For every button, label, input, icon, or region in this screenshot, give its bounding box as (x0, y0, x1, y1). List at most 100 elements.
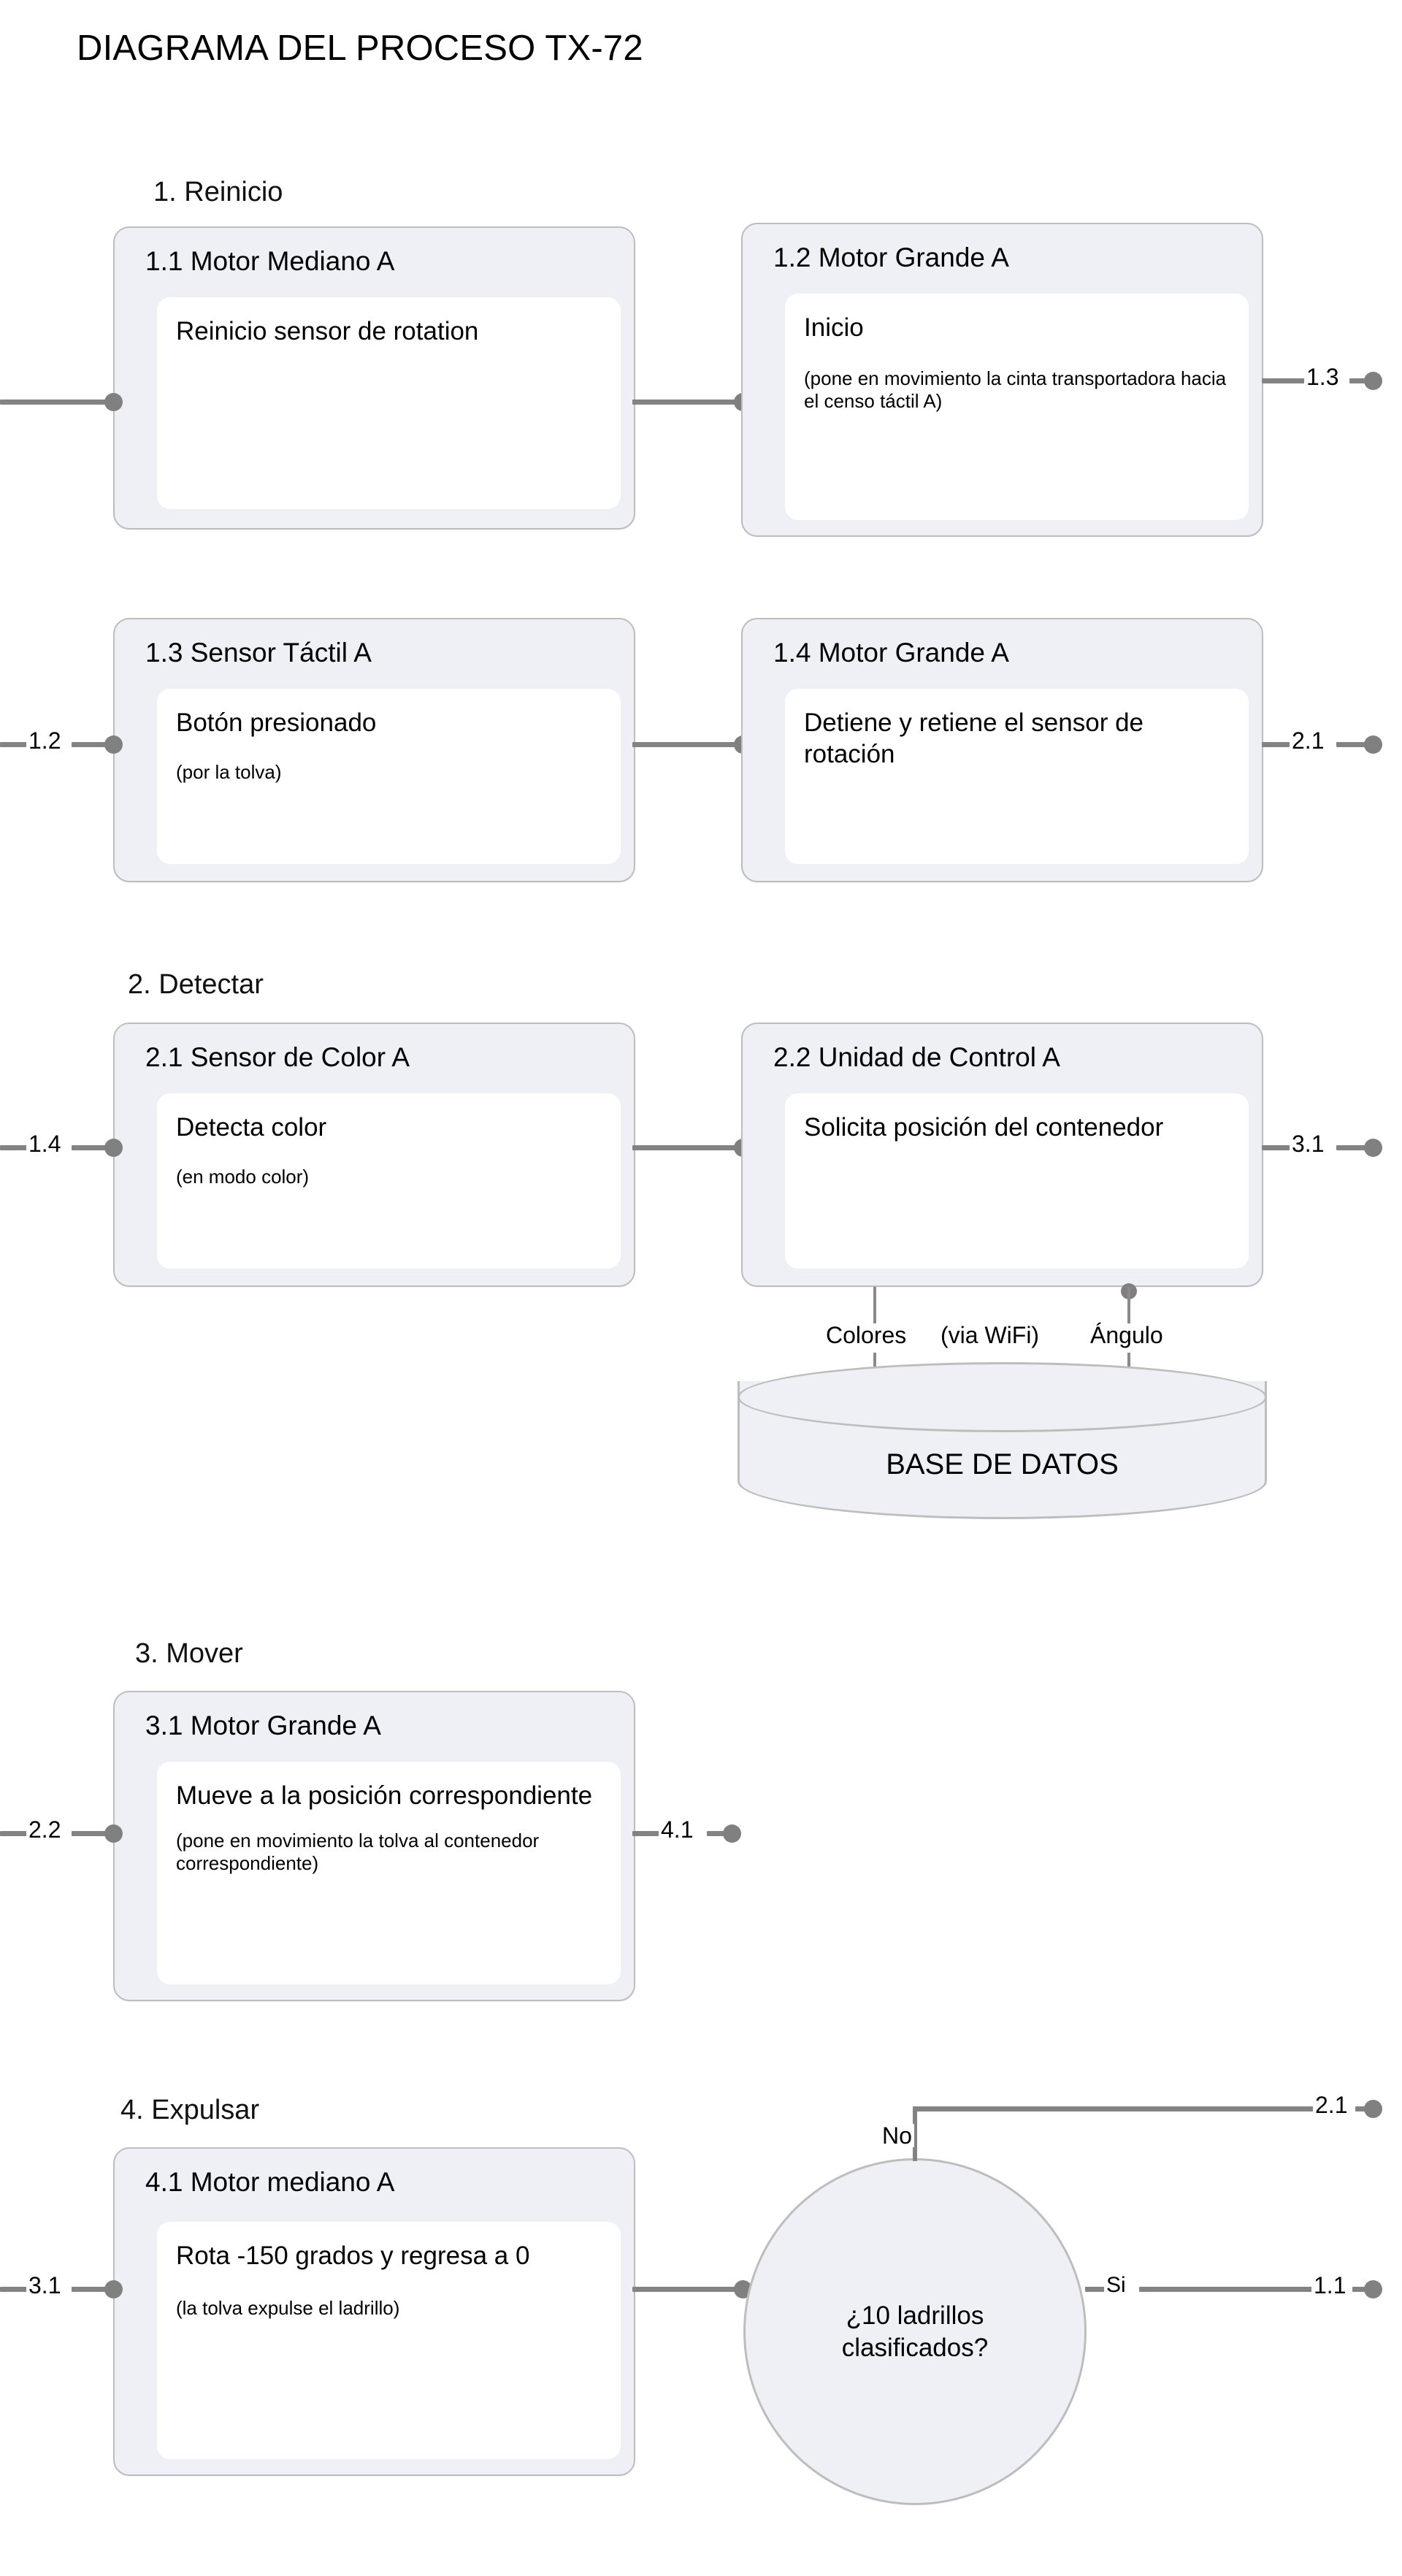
node-4-1-note: (la tolva expulse el ladrillo) (176, 2296, 400, 2319)
edge-no-label: No (880, 2124, 914, 2147)
edge-in-2-1-label: 1.4 (26, 1132, 64, 1155)
node-2-1-main: Detecta color (176, 1113, 327, 1142)
node-3-1-note: (pone en movimiento la tolva al contened… (176, 1829, 540, 1875)
edge-in-2-1-dot (104, 1139, 123, 1157)
edge-2-2-out-line-a (1262, 1145, 1291, 1150)
node-1-3-main: Botón presionado (176, 708, 377, 737)
edge-no-target-label: 2.1 (1313, 2093, 1350, 2117)
edge-1-4-out-dot (1364, 735, 1382, 754)
node-2-1[interactable]: 2.1 Sensor de Color A Detecta color (en … (113, 1023, 635, 1287)
edge-no-vline (913, 2109, 917, 2161)
edge-1-4-out-label: 2.1 (1290, 729, 1327, 752)
database-cylinder[interactable]: BASE DE DATOS (738, 1362, 1267, 1519)
edge-yes-line-b (1139, 2287, 1314, 2292)
edge-3-1-out-line-a (632, 1831, 662, 1836)
node-1-1-main: Reinicio sensor de rotation (176, 317, 479, 345)
node-1-3-note: (por la tolva) (176, 760, 282, 783)
page-title: DIAGRAMA DEL PROCESO TX-72 (77, 28, 643, 68)
edge-in-1-3-line-a (0, 742, 29, 747)
node-1-4-title: 1.4 Motor Grande A (773, 638, 1009, 668)
node-3-1-title: 3.1 Motor Grande A (145, 1711, 381, 1740)
edge-in-1-3-line-b (72, 742, 119, 747)
edge-3-1-out-line-b (707, 1831, 736, 1836)
node-1-4-body: Detiene y retiene el sensor de rotación (785, 689, 1249, 864)
db-link-wifi-label: (via WiFi) (938, 1323, 1042, 1347)
node-1-3-title: 1.3 Sensor Táctil A (145, 638, 372, 668)
node-1-3[interactable]: 1.3 Sensor Táctil A Botón presionado (po… (113, 618, 635, 882)
node-1-2-main: Inicio (804, 313, 864, 342)
node-1-2-body: Inicio (pone en movimiento la cinta tran… (785, 294, 1249, 520)
node-2-2-main: Solicita posición del contenedor (804, 1113, 1164, 1142)
edge-entry-1-1-line (0, 400, 119, 405)
decision-line-2: clasificados? (841, 2333, 989, 2362)
section-label-reinicio: 1. Reinicio (153, 177, 283, 207)
edge-no-hline (913, 2106, 1318, 2111)
edge-in-2-1-line-b (72, 1145, 119, 1150)
node-4-1-main: Rota -150 grados y regresa a 0 (176, 2241, 530, 2270)
node-2-2[interactable]: 2.2 Unidad de Control A Solicita posició… (741, 1023, 1263, 1287)
edge-entry-1-1-dot (104, 393, 123, 411)
db-link-colores-label: Colores (824, 1323, 909, 1347)
node-1-1-body: Reinicio sensor de rotation (157, 297, 621, 509)
node-3-1-body: Mueve a la posición correspondiente (pon… (157, 1762, 621, 1984)
edge-in-2-1-line-a (0, 1145, 29, 1150)
edge-in-4-1-dot (104, 2280, 123, 2298)
edge-2-1-to-2-2-line (632, 1145, 749, 1150)
edge-1-2-out-label: 1.3 (1304, 365, 1341, 389)
edge-1-4-out-line-b (1336, 742, 1376, 747)
section-label-mover: 3. Mover (135, 1638, 243, 1669)
node-2-1-note: (en modo color) (176, 1165, 310, 1188)
edge-in-3-1-line-a (0, 1831, 29, 1836)
edge-1-2-out-line-b (1349, 378, 1376, 383)
node-1-2[interactable]: 1.2 Motor Grande A Inicio (pone en movim… (741, 223, 1263, 537)
database-cylinder-top (738, 1362, 1267, 1432)
node-2-1-body: Detecta color (en modo color) (157, 1093, 621, 1269)
edge-in-4-1-label: 3.1 (26, 2274, 64, 2297)
edge-yes-label: Si (1104, 2274, 1128, 2296)
node-4-1[interactable]: 4.1 Motor mediano A Rota -150 grados y r… (113, 2147, 635, 2476)
node-1-1-title: 1.1 Motor Mediano A (145, 246, 395, 276)
edge-in-4-1-line-a (0, 2287, 29, 2292)
node-1-2-title: 1.2 Motor Grande A (773, 242, 1009, 272)
edge-1-4-out-line-a (1262, 742, 1291, 747)
node-4-1-title: 4.1 Motor mediano A (145, 2167, 395, 2197)
edge-2-2-out-dot (1364, 1139, 1382, 1157)
decision-node[interactable]: ¿10 ladrillos clasificados? (743, 2158, 1087, 2505)
edge-2-2-out-line-b (1336, 1145, 1376, 1150)
edge-1-3-to-1-4-line (632, 742, 749, 747)
section-label-detectar: 2. Detectar (128, 969, 264, 1000)
edge-in-3-1-label: 2.2 (26, 1818, 64, 1841)
edge-yes-target-label: 1.1 (1311, 2274, 1349, 2297)
edge-3-1-out-label: 4.1 (659, 1818, 696, 1841)
decision-text: ¿10 ladrillos clasificados? (842, 2300, 988, 2364)
node-1-4[interactable]: 1.4 Motor Grande A Detiene y retiene el … (741, 618, 1263, 882)
edge-yes-line-a (1085, 2287, 1108, 2292)
db-link-angulo-line-top (1127, 1287, 1130, 1338)
section-label-expulsar: 4. Expulsar (120, 2095, 260, 2125)
edge-1-1-to-1-2-line (632, 400, 749, 405)
node-2-2-body: Solicita posición del contenedor (785, 1093, 1249, 1269)
edge-in-3-1-line-b (72, 1831, 119, 1836)
edge-3-1-out-dot (723, 1824, 741, 1843)
node-4-1-body: Rota -150 grados y regresa a 0 (la tolva… (157, 2222, 621, 2459)
edge-in-1-3-dot (104, 735, 123, 754)
db-link-colores-line-top (873, 1287, 876, 1338)
node-3-1-main: Mueve a la posición correspondiente (176, 1781, 593, 1810)
node-2-2-title: 2.2 Unidad de Control A (773, 1042, 1060, 1072)
db-link-angulo-label: Ángulo (1088, 1323, 1165, 1347)
edge-4-1-to-decision-line (632, 2287, 749, 2292)
decision-line-1: ¿10 ladrillos (846, 2301, 984, 2330)
edge-no-target-dot (1364, 2100, 1382, 2118)
node-1-2-note: (pone en movimiento la cinta transportad… (804, 367, 1227, 413)
edge-1-2-out-line-a (1262, 378, 1306, 383)
node-2-1-title: 2.1 Sensor de Color A (145, 1042, 410, 1072)
node-3-1[interactable]: 3.1 Motor Grande A Mueve a la posición c… (113, 1691, 635, 2001)
edge-2-2-out-label: 3.1 (1290, 1132, 1327, 1155)
node-1-4-main: Detiene y retiene el sensor de rotación (804, 708, 1144, 768)
node-1-1[interactable]: 1.1 Motor Mediano A Reinicio sensor de r… (113, 226, 635, 530)
edge-in-3-1-dot (104, 1824, 123, 1843)
node-1-3-body: Botón presionado (por la tolva) (157, 689, 621, 864)
edge-1-2-out-dot (1364, 372, 1382, 390)
database-label: BASE DE DATOS (886, 1448, 1119, 1480)
